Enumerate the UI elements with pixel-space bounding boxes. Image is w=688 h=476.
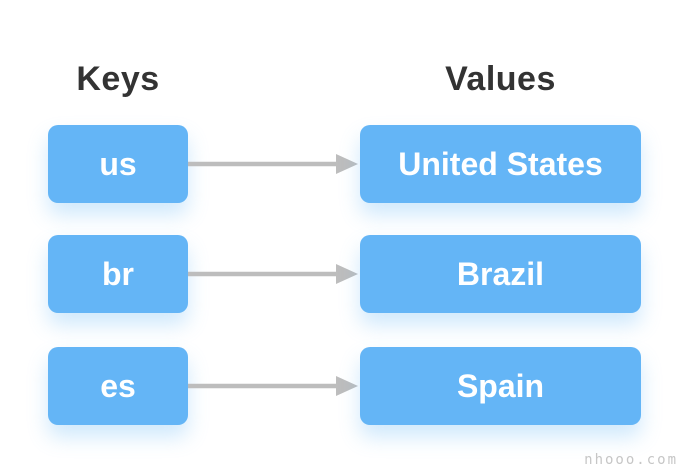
value-label: United States [398, 145, 603, 182]
key-label: br [102, 255, 134, 292]
values-column-heading: Values [445, 60, 556, 98]
arrow-right-icon [188, 376, 358, 396]
key-box-us: us [48, 125, 188, 203]
value-box-spain: Spain [360, 347, 641, 425]
value-label: Brazil [456, 255, 545, 292]
value-box-brazil: Brazil [360, 235, 641, 313]
key-label: us [99, 145, 137, 182]
keys-column-heading: Keys [76, 60, 160, 98]
arrow-right-icon [188, 154, 358, 174]
arrow-right-icon [188, 264, 358, 284]
key-box-br: br [48, 235, 188, 313]
key-label: es [100, 367, 136, 404]
watermark: nhooo.com [584, 452, 678, 468]
value-label: Spain [456, 367, 545, 404]
key-box-es: es [48, 347, 188, 425]
value-box-united-states: United States [360, 125, 641, 203]
